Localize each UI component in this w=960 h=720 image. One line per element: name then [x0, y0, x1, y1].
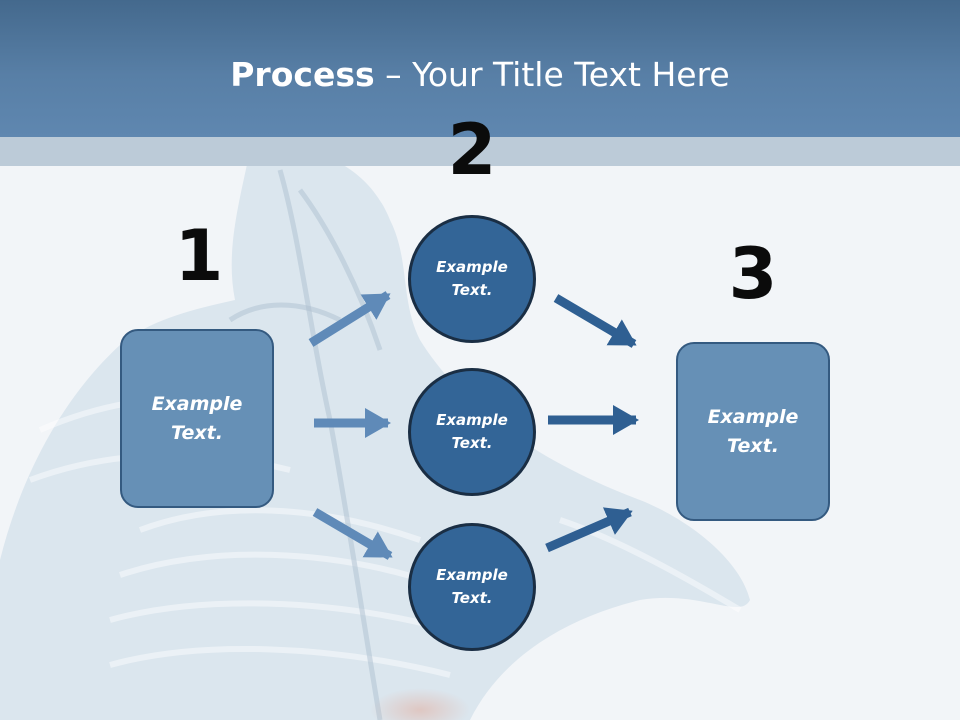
arrow-1-to-2c [312, 508, 393, 560]
step-1-box: Example Text. [120, 329, 274, 508]
step-3-number: 3 [728, 233, 778, 315]
title-bold-part: Process [230, 55, 375, 94]
step-2-circle-top: Example Text. [408, 215, 536, 343]
step-2-number: 2 [447, 109, 497, 191]
arrow-2a-to-3 [553, 294, 637, 348]
arrow-1-to-2a [308, 291, 391, 347]
header-accent-band [0, 137, 960, 166]
title-rest-part: – Your Title Text Here [374, 55, 730, 94]
step-1-label: Example Text. [151, 392, 243, 444]
step-3-box: Example Text. [676, 342, 830, 521]
arrow-2c-to-3 [545, 507, 633, 553]
step-1-number: 1 [174, 215, 224, 297]
step-3-label: Example Text. [707, 405, 799, 457]
title-header-bar [0, 0, 960, 137]
step-2-circle-middle: Example Text. [408, 368, 536, 496]
step-2-circle-bottom: Example Text. [408, 523, 536, 651]
slide-title: Process – Your Title Text Here [0, 53, 960, 97]
step-2-circle-bottom-label: Example Text. [436, 566, 508, 607]
step-2-circle-top-label: Example Text. [436, 258, 508, 299]
step-2-circle-middle-label: Example Text. [436, 411, 508, 452]
